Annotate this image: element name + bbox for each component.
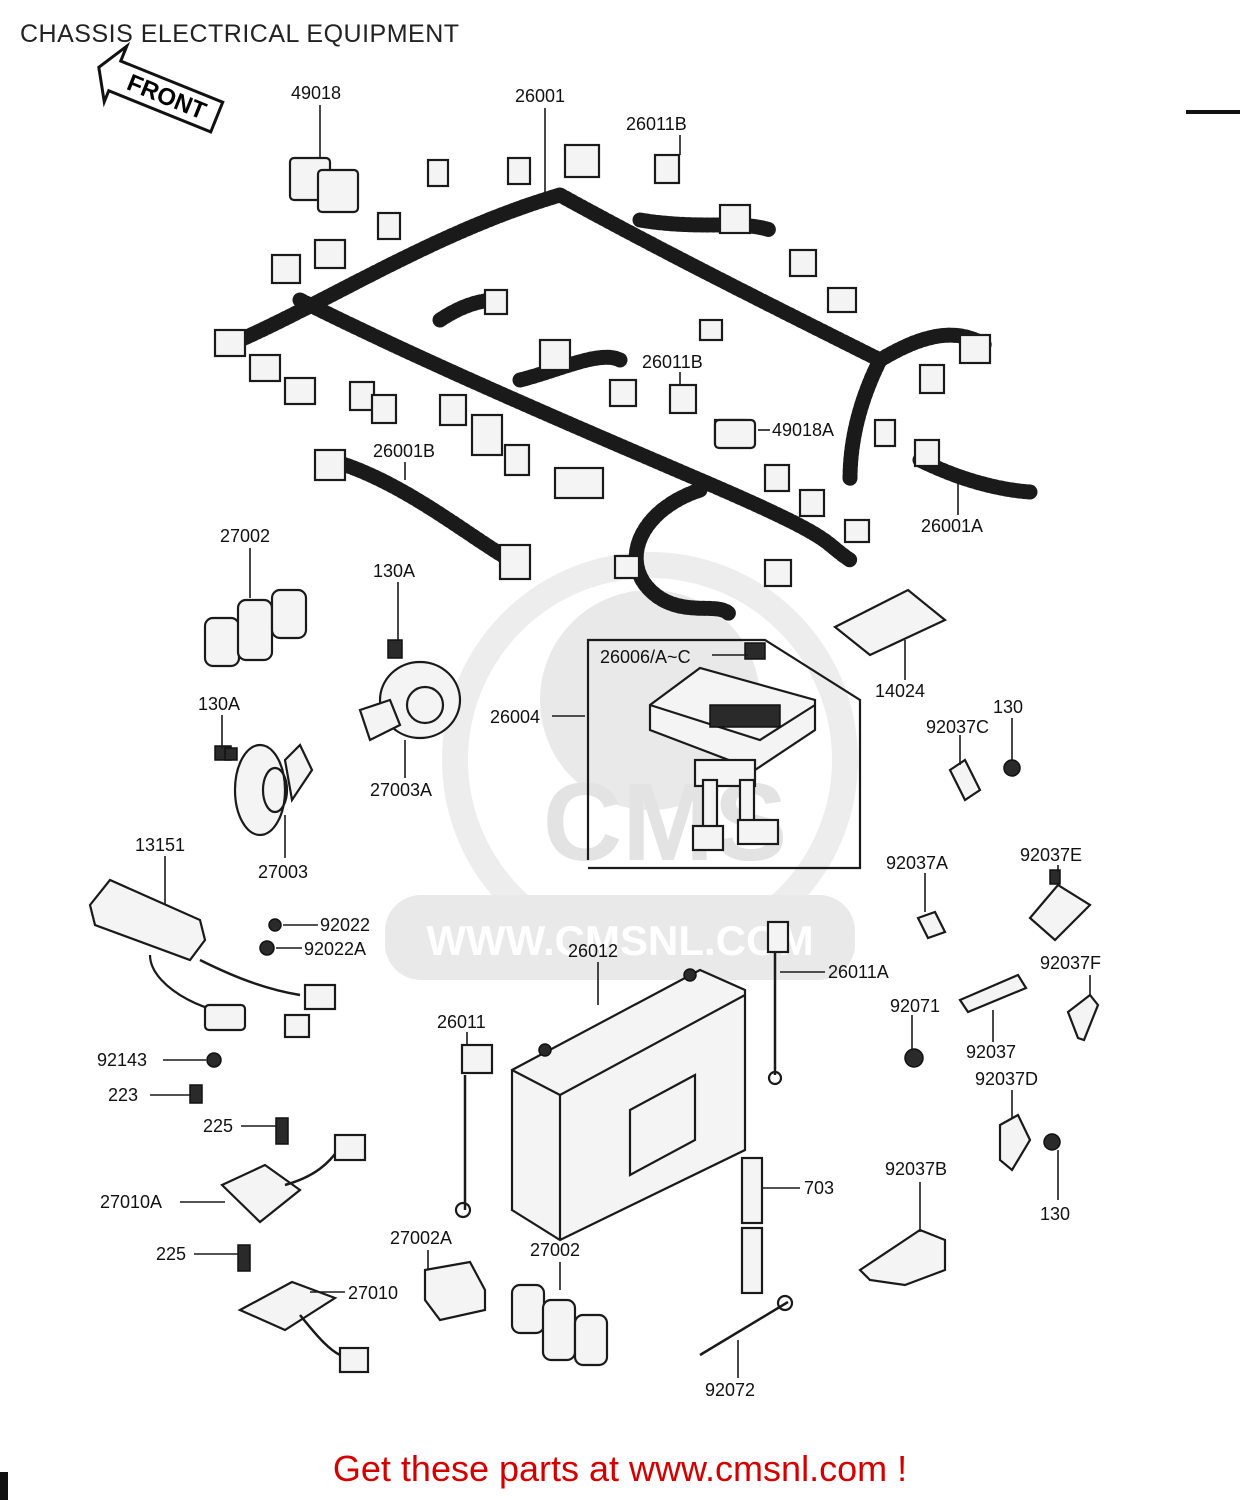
relay-27002-top [203,588,308,668]
unit-27010A [220,1133,367,1224]
clamp-92037D [998,1113,1032,1172]
footer-shop-link[interactable]: Get these parts at www.cmsnl.com ! [332,1448,908,1489]
watermark: CMS WWW.CMSNL.COM [385,552,858,980]
callout-27010: 27010 [348,1283,398,1303]
fuse-box-26004 [586,638,862,870]
callout-26006: 26006/A~C [600,647,691,667]
callout-92037A: 92037A [886,853,948,873]
horn-27003 [214,743,314,837]
harness-connectors [213,143,992,588]
callout-14024: 14024 [875,681,925,701]
watermark-url: WWW.CMSNL.COM [426,917,813,964]
callout-92037B: 92037B [885,1159,947,1179]
callout-92071: 92071 [890,996,940,1016]
relay-27002-bottom [510,1283,609,1367]
callout-27010A: 27010A [100,1192,162,1212]
callout-27002-top: 27002 [220,526,270,546]
callout-26001B: 26001B [373,441,435,461]
callout-26011B-top: 26011B [626,114,687,134]
band-92072 [699,1294,794,1357]
label-14024 [832,588,948,657]
callout-703: 703 [804,1178,834,1198]
callout-223: 223 [108,1085,138,1105]
leader-lines [150,105,1091,1378]
callout-92143: 92143 [97,1050,147,1070]
callout-130A-left: 130A [198,694,240,714]
callout-26011: 26011 [437,1012,486,1032]
clamp-92037C [948,758,982,802]
bracket-92037B [858,1228,947,1287]
clamp-92037E [1028,869,1092,942]
wiring-harness-26001 [232,187,1038,623]
callout-225-top: 225 [203,1116,233,1136]
callout-26011A: 26011A [828,962,889,982]
horn-27003A [358,639,462,742]
front-label: FRONT [123,69,210,125]
callout-225-bottom: 225 [156,1244,186,1264]
callout-26001: 26001 [515,86,565,106]
callout-26011B-mid: 26011B [642,352,703,372]
callout-27002-bottom: 27002 [530,1240,580,1260]
edge-mark [0,1472,8,1500]
battery-lead-26011A [766,920,790,1086]
callout-130-bottom: 130 [1040,1204,1070,1224]
battery-26012 [510,968,747,1242]
callout-27002A: 27002A [390,1228,452,1248]
clamp-92037F [1066,993,1100,1042]
callout-92022: 92022 [320,915,370,935]
callout-92037: 92037 [966,1042,1016,1062]
callout-labels: 49018 26001 26011B 26011B 49018A 26001B … [97,83,1101,1400]
small-hardware [189,747,1061,1272]
relay-27002A [423,1260,487,1322]
starter-switch-13151 [88,878,337,1039]
page-title: CHASSIS ELECTRICAL EQUIPMENT [20,20,460,48]
callout-92037C: 92037C [926,717,989,737]
callout-27003A: 27003A [370,780,432,800]
callout-49018A: 49018A [772,420,834,440]
callout-130A-top: 130A [373,561,415,581]
tube-703 [740,1156,764,1295]
callout-49018: 49018 [291,83,341,103]
connector-49018A [713,418,757,450]
callout-92037D: 92037D [975,1069,1038,1089]
battery-lead-26011 [454,1043,494,1219]
unit-27010 [237,1280,370,1374]
callout-92072: 92072 [705,1380,755,1400]
callout-92037E: 92037E [1020,845,1082,865]
callout-27003: 27003 [258,862,308,882]
callout-26012: 26012 [568,941,618,961]
column-divider [1186,110,1240,114]
relay-49018 [288,156,360,214]
callout-26001A: 26001A [921,516,983,536]
callout-92022A: 92022A [304,939,366,959]
callout-92037F: 92037F [1040,953,1101,973]
front-arrow: FRONT [97,41,225,134]
callout-13151: 13151 [135,835,185,855]
strap-92037 [958,973,1028,1014]
clamp-92037A [916,910,947,940]
callout-130-top: 130 [993,697,1023,717]
callout-26004: 26004 [490,707,540,727]
